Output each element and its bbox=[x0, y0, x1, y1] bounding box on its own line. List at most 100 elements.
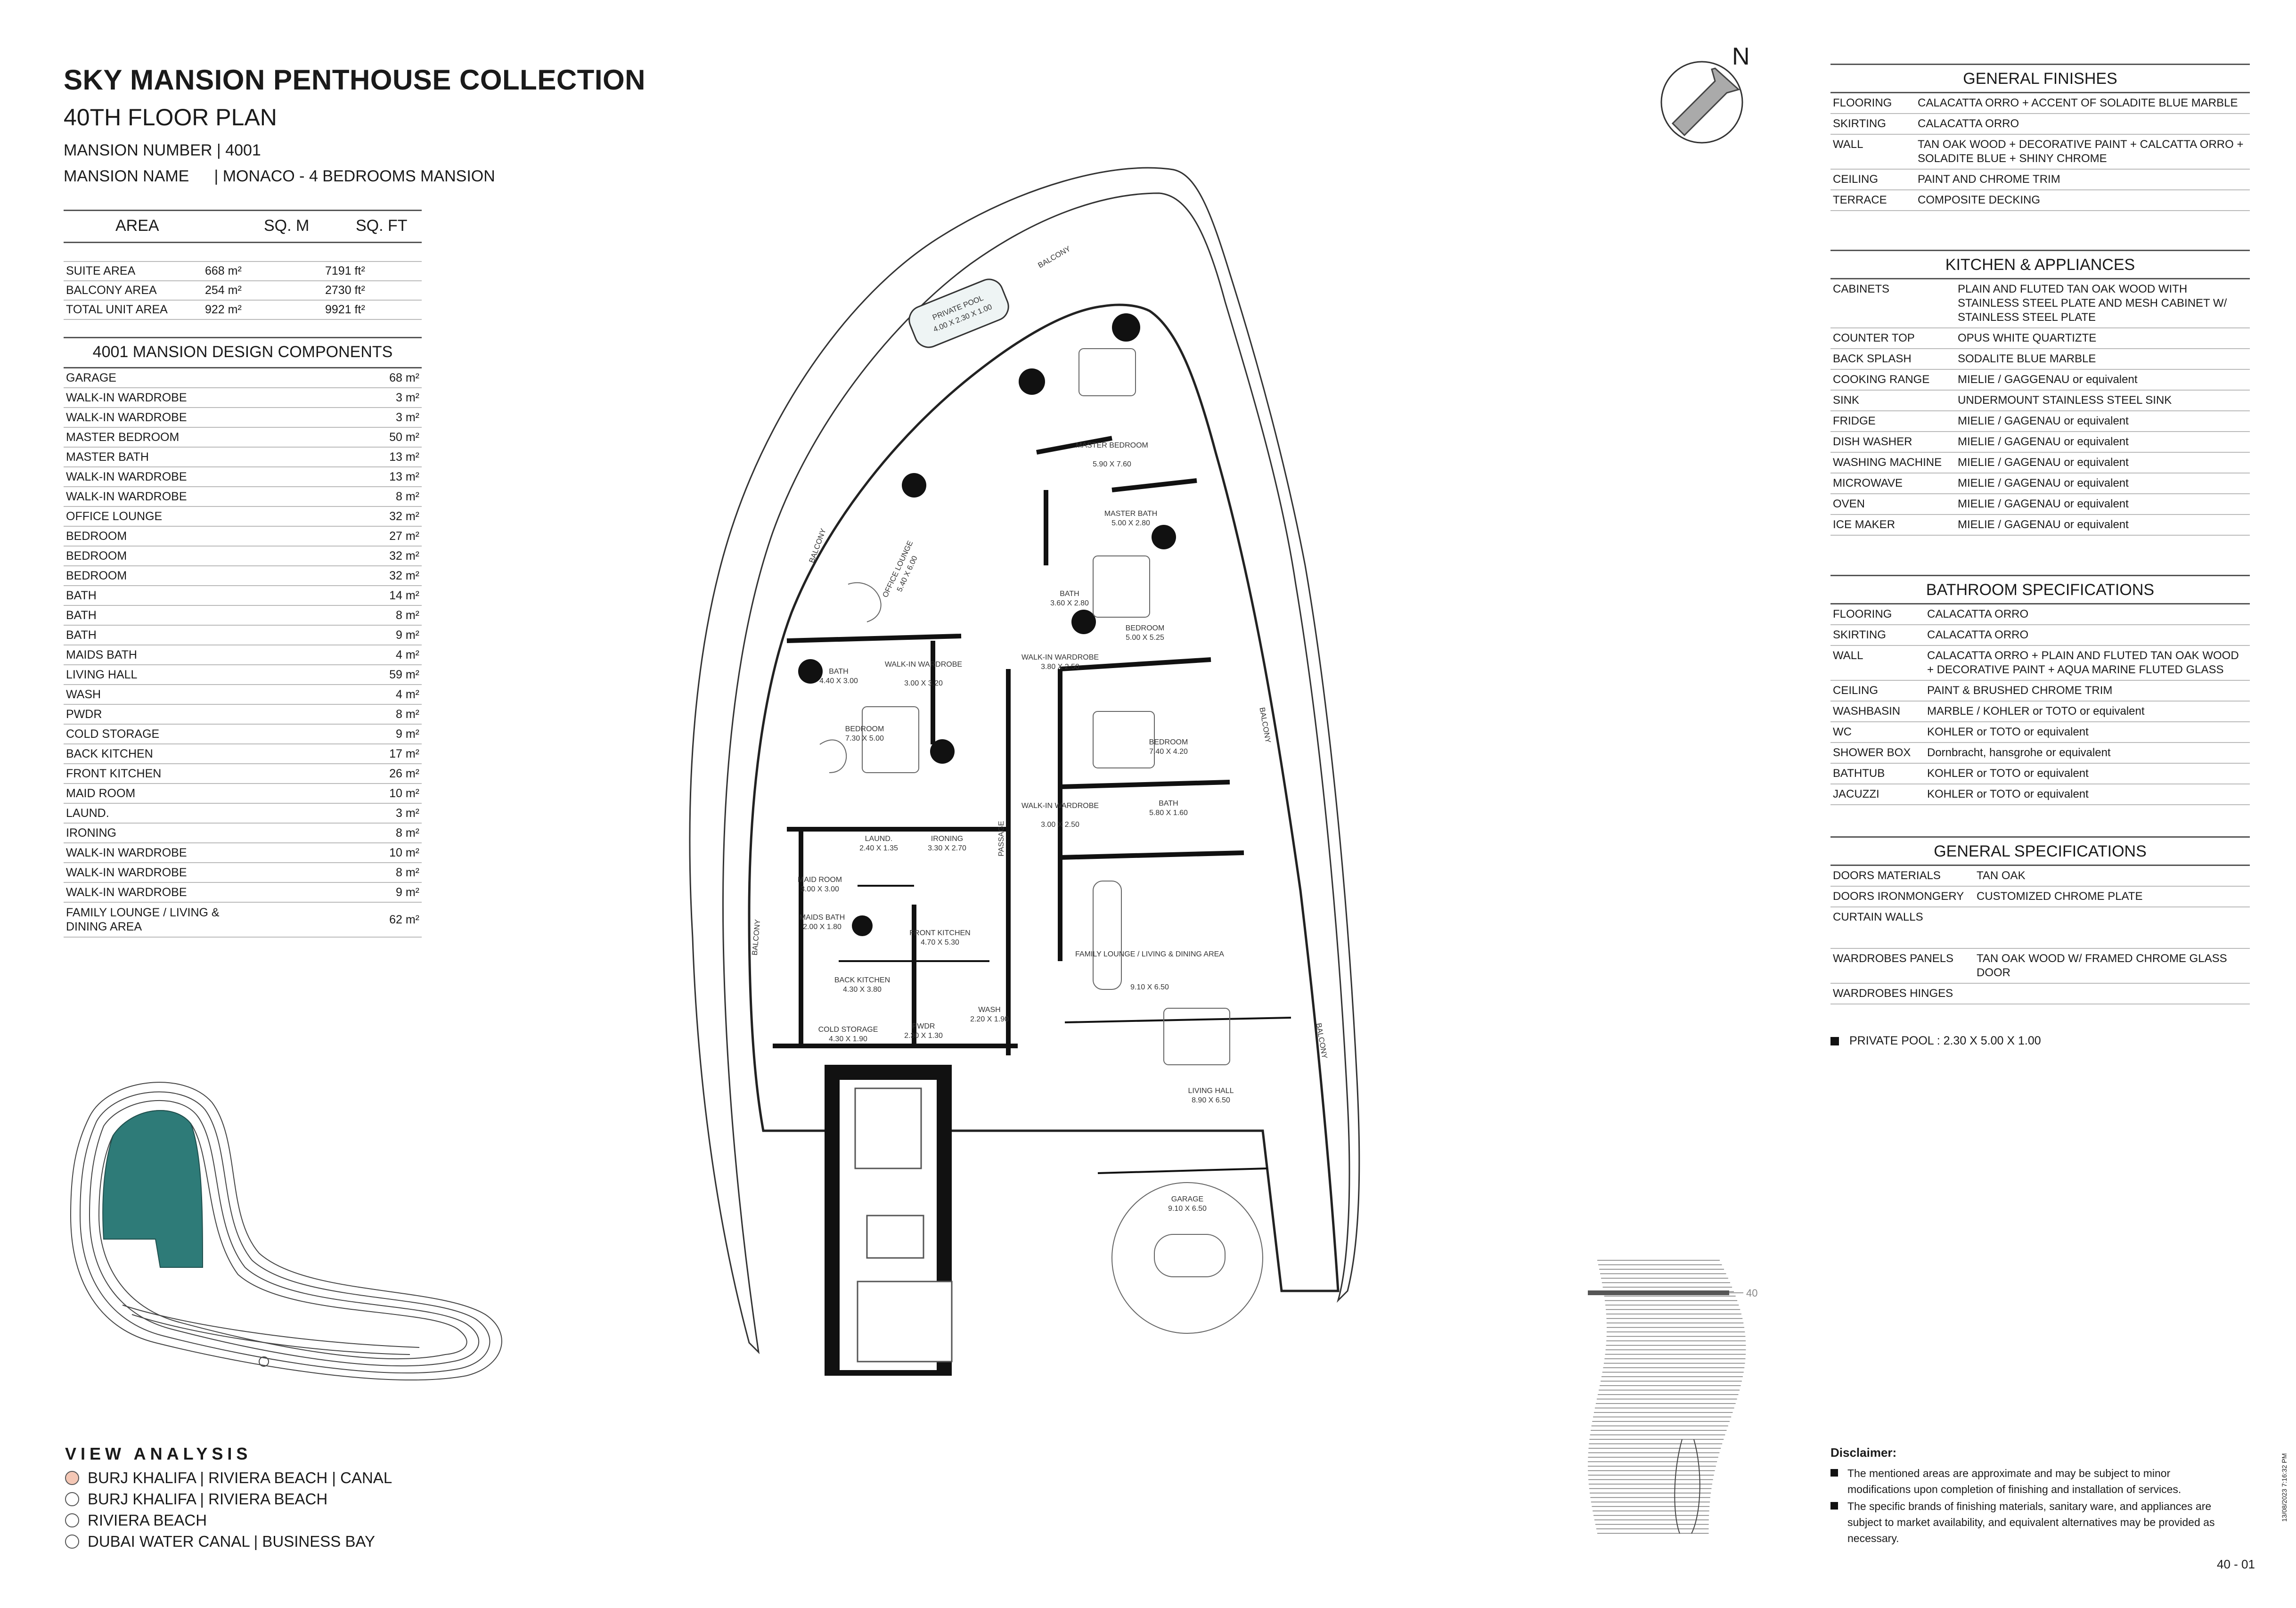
spec-value: PAINT & BRUSHED CHROME TRIM bbox=[1927, 684, 2113, 697]
bath-dim: 5.80 X 1.60 bbox=[1149, 809, 1188, 817]
component-area: 4 m² bbox=[396, 648, 419, 661]
component-area: 10 m² bbox=[389, 846, 419, 859]
walk-in-wardrobe-label: WALK-IN WARDROBE bbox=[1021, 653, 1099, 661]
spec-value: OPUS WHITE QUARTIZTE bbox=[1958, 332, 2097, 344]
bedroom-dim: 5.00 X 5.25 bbox=[1126, 634, 1164, 642]
component-area: 4 m² bbox=[396, 688, 419, 701]
table-row: WASH 4 m² bbox=[64, 685, 422, 705]
mansion-number-label: MANSION NUMBER bbox=[64, 141, 212, 159]
sqm-value: 254 m² bbox=[203, 280, 323, 301]
table-row: SKIRTING CALACATTA ORRO bbox=[1830, 114, 2250, 135]
spec-key: DOORS IRONMONGERY bbox=[1833, 890, 1964, 903]
sqm-header: SQ. M bbox=[203, 210, 323, 243]
view-option-3[interactable]: RIVIERA BEACH bbox=[65, 1511, 207, 1529]
disclaimer-title: Disclaimer: bbox=[1830, 1445, 1897, 1460]
area-table: AREA SQ. M SQ. FT SUITE AREA 668 m² 7191… bbox=[64, 210, 422, 320]
ironing-dim: 3.30 X 2.70 bbox=[928, 844, 966, 852]
maid-room-dim: 3.00 X 3.00 bbox=[801, 885, 839, 893]
sqm-value: 668 m² bbox=[203, 261, 323, 281]
radio-selected-icon[interactable] bbox=[65, 1471, 79, 1485]
bath-dim: 4.40 X 3.00 bbox=[819, 677, 858, 685]
spec-key: WC bbox=[1833, 726, 1852, 738]
spec-key: WASHBASIN bbox=[1833, 705, 1901, 718]
spec-value: CALACATTA ORRO bbox=[1918, 117, 2019, 130]
private-pool-shape bbox=[908, 278, 1009, 348]
area-label: TOTAL UNIT AREA bbox=[64, 300, 203, 320]
component-area: 8 m² bbox=[396, 708, 419, 721]
radio-icon[interactable] bbox=[65, 1535, 79, 1549]
spec-value: COMPOSITE DECKING bbox=[1918, 194, 2041, 206]
component-name: BEDROOM bbox=[66, 569, 127, 582]
bedroom-label: BEDROOM bbox=[845, 725, 884, 733]
spec-key: JACUZZI bbox=[1833, 788, 1879, 800]
floor-plan-subtitle: 40TH FLOOR PLAN bbox=[64, 104, 277, 131]
sqft-value: 7191 ft² bbox=[323, 261, 422, 281]
spec-value: MIELIE / GAGENAU or equivalent bbox=[1958, 477, 2129, 490]
view-option-2[interactable]: BURJ KHALIFA | RIVIERA BEACH bbox=[65, 1490, 327, 1508]
component-area: 59 m² bbox=[389, 668, 419, 681]
building-outline bbox=[748, 303, 1340, 1292]
view-option-4[interactable]: DUBAI WATER CANAL | BUSINESS BAY bbox=[65, 1533, 375, 1551]
component-area: 3 m² bbox=[396, 391, 419, 404]
spec-key: WARDROBES HINGES bbox=[1833, 987, 1953, 1000]
component-name: BATH bbox=[66, 629, 97, 642]
balcony-label: BALCONY bbox=[1037, 245, 1072, 269]
spec-value: KOHLER or TOTO or equivalent bbox=[1927, 767, 2089, 780]
disclaimer-text: The mentioned areas are approximate and … bbox=[1847, 1467, 2182, 1495]
view-option-1[interactable]: BURJ KHALIFA | RIVIERA BEACH | CANAL bbox=[65, 1469, 392, 1487]
spec-key: ICE MAKER bbox=[1833, 518, 1896, 531]
spec-value: MIELIE / GAGENAU or equivalent bbox=[1958, 518, 2129, 531]
component-area: 8 m² bbox=[396, 826, 419, 840]
spec-value bbox=[1977, 910, 2247, 924]
radio-icon[interactable] bbox=[65, 1513, 79, 1527]
spec-key: SKIRTING bbox=[1833, 629, 1886, 641]
component-name: WALK-IN WARDROBE bbox=[66, 470, 187, 483]
master-bath-label: MASTER BATH bbox=[1104, 510, 1158, 518]
spec-value: TAN OAK bbox=[1977, 869, 2026, 882]
selected-unit-highlight bbox=[102, 1110, 204, 1268]
view-analysis-title: VIEW ANALYSIS bbox=[65, 1444, 252, 1463]
view-option-label: RIVIERA BEACH bbox=[88, 1511, 207, 1529]
disclaimer-item: The specific brands of finishing materia… bbox=[1830, 1498, 2222, 1546]
spec-key: OVEN bbox=[1833, 498, 1865, 510]
laund-label: LAUND. bbox=[865, 835, 893, 843]
mansion-name-value: | MONACO - 4 BEDROOMS MANSION bbox=[214, 167, 495, 185]
component-name: FAMILY LOUNGE / LIVING & DINING AREA bbox=[66, 906, 220, 933]
private-pool-note: PRIVATE POOL : 2.30 X 5.00 X 1.00 bbox=[1830, 1034, 2041, 1048]
family-lounge-dim: 9.10 X 6.50 bbox=[1130, 983, 1169, 991]
private-pool-text: PRIVATE POOL : 2.30 X 5.00 X 1.00 bbox=[1849, 1034, 2041, 1047]
component-name: WASH bbox=[66, 688, 101, 701]
component-area: 50 m² bbox=[389, 431, 419, 444]
garage-label: GARAGE bbox=[1171, 1195, 1203, 1203]
bath-label: BATH bbox=[1060, 590, 1079, 598]
view-option-label: BURJ KHALIFA | RIVIERA BEACH bbox=[88, 1490, 328, 1508]
component-area: 9 m² bbox=[396, 727, 419, 741]
back-kitchen-dim: 4.30 X 3.80 bbox=[843, 986, 882, 994]
bedroom-label: BEDROOM bbox=[1126, 624, 1165, 632]
component-name: BATH bbox=[66, 609, 97, 622]
spec-value: PAINT AND CHROME TRIM bbox=[1918, 173, 2060, 186]
radio-icon[interactable] bbox=[65, 1492, 79, 1506]
master-bedroom-dim: 5.90 X 7.60 bbox=[1093, 460, 1131, 468]
spec-key: SKIRTING bbox=[1833, 117, 1886, 130]
living-hall-dim: 8.90 X 6.50 bbox=[1192, 1096, 1230, 1104]
